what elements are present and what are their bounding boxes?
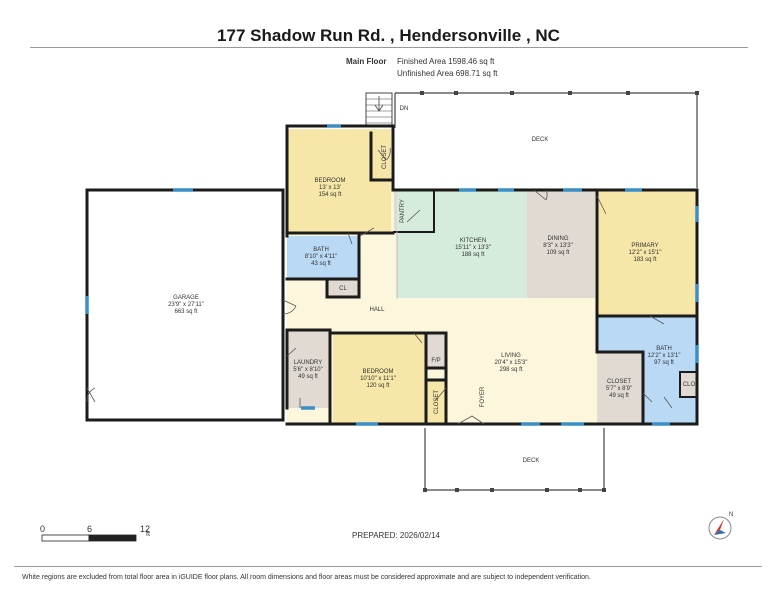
fp-fill (426, 333, 446, 368)
clo-fill (680, 372, 697, 397)
dining-dims: 8'3" x 13'3" (543, 243, 573, 249)
finished-area: Finished Area 1598.46 sq ft (397, 57, 495, 66)
dining-area: 109 sq ft (546, 250, 569, 256)
floor-name: Main Floor (346, 57, 387, 66)
living-area: 298 sq ft (499, 367, 522, 373)
deck-bottom-label: DECK (523, 458, 540, 464)
prepared-date: PREPARED: 2026/02/14 (352, 531, 440, 540)
scale-tick-12: 12 (140, 524, 151, 534)
bedroom1-dims: 13' x 13' (319, 185, 341, 191)
closet-primary-area: 49 sq ft (609, 393, 629, 399)
bath1-area: 43 sq ft (311, 261, 331, 267)
hall-label: HALL (369, 307, 385, 313)
bath2-dims: 12'2" x 13'1" (648, 353, 681, 359)
bedroom2-dims: 10'10" x 11'1" (360, 376, 396, 382)
deck-top (394, 91, 699, 188)
closet-primary-dims: 5'7" x 8'9" (606, 386, 632, 392)
bath2-area: 97 sq ft (654, 360, 674, 366)
scale-tick-0: 0 (40, 524, 46, 534)
dn-label: DN (400, 106, 409, 112)
compass-n: N (729, 512, 733, 518)
page-title: 177 Shadow Run Rd. , Hendersonville , NC (217, 26, 560, 45)
laundry-dims: 5'6" x 8'10" (293, 367, 323, 373)
closet-bed1-fill (371, 135, 391, 180)
windows (85, 124, 699, 426)
closet-primary-name: CLOSET (607, 379, 631, 385)
laundry-fill (287, 330, 330, 408)
kitchen-fill (397, 190, 527, 298)
cl-label: CL (339, 286, 347, 292)
bedroom2-name: BEDROOM (362, 369, 393, 375)
bedroom2-area: 120 sq ft (366, 383, 389, 389)
fp-label: F/P (431, 358, 440, 364)
primary-name: PRIMARY (631, 243, 658, 249)
pantry-label: PANTRY (400, 199, 406, 223)
bath1-name: BATH (313, 247, 329, 253)
doors (86, 147, 673, 425)
walls (85, 124, 699, 426)
deck-bottom (423, 428, 606, 492)
primary-dims: 12'2" x 15'1" (629, 250, 662, 256)
kitchen-name: KITCHEN (460, 238, 486, 244)
dining-name: DINING (548, 236, 569, 242)
primary-area: 183 sq ft (633, 257, 656, 263)
deck-stairs (365, 92, 393, 128)
garage-fill (87, 190, 283, 420)
kitchen-dims: 15'11" x 13'3" (455, 245, 491, 251)
dining-fill (527, 190, 595, 298)
bedroom1-area: 154 sq ft (318, 192, 341, 198)
bath1-fill (287, 236, 359, 279)
scale-tick-6: 6 (87, 524, 93, 534)
footer-disclaimer: White regions are excluded from total fl… (22, 574, 591, 581)
footer-rule (14, 566, 762, 567)
scale-unit: ft (146, 531, 150, 538)
laundry-area: 49 sq ft (298, 374, 318, 380)
closet-bed2-fill (426, 380, 446, 423)
foyer-label: FOYER (480, 386, 486, 407)
kitchen-area: 188 sq ft (461, 252, 484, 258)
compass-icon: N (708, 512, 733, 540)
cl-fill (327, 279, 359, 297)
unfinished-area: Unfinished Area 698.71 sq ft (397, 69, 498, 78)
bedroom2-fill (333, 333, 426, 423)
title-rule (30, 47, 748, 48)
bath1-dims: 8'10" x 4'11" (305, 254, 337, 260)
primary-fill (597, 190, 697, 316)
bath2-name: BATH (656, 346, 672, 352)
bedroom1-name: BEDROOM (314, 178, 345, 184)
closet-primary-fill (597, 352, 643, 424)
deck-top-label: DECK (532, 137, 549, 143)
scale-bar (41, 534, 137, 542)
closet-bed2-label: CLOSET (434, 390, 440, 414)
laundry-name: LAUNDRY (294, 360, 323, 366)
closet-bed1-label: CLOSET (382, 145, 388, 169)
garage-name: GARAGE (173, 295, 199, 301)
garage-dims: 23'9" x 27'11" (168, 302, 204, 308)
garage-area: 663 sq ft (174, 309, 197, 315)
living-dims: 20'4" x 15'3" (495, 360, 528, 366)
clo-label: CLO (683, 382, 696, 388)
living-name: LIVING (501, 353, 521, 359)
